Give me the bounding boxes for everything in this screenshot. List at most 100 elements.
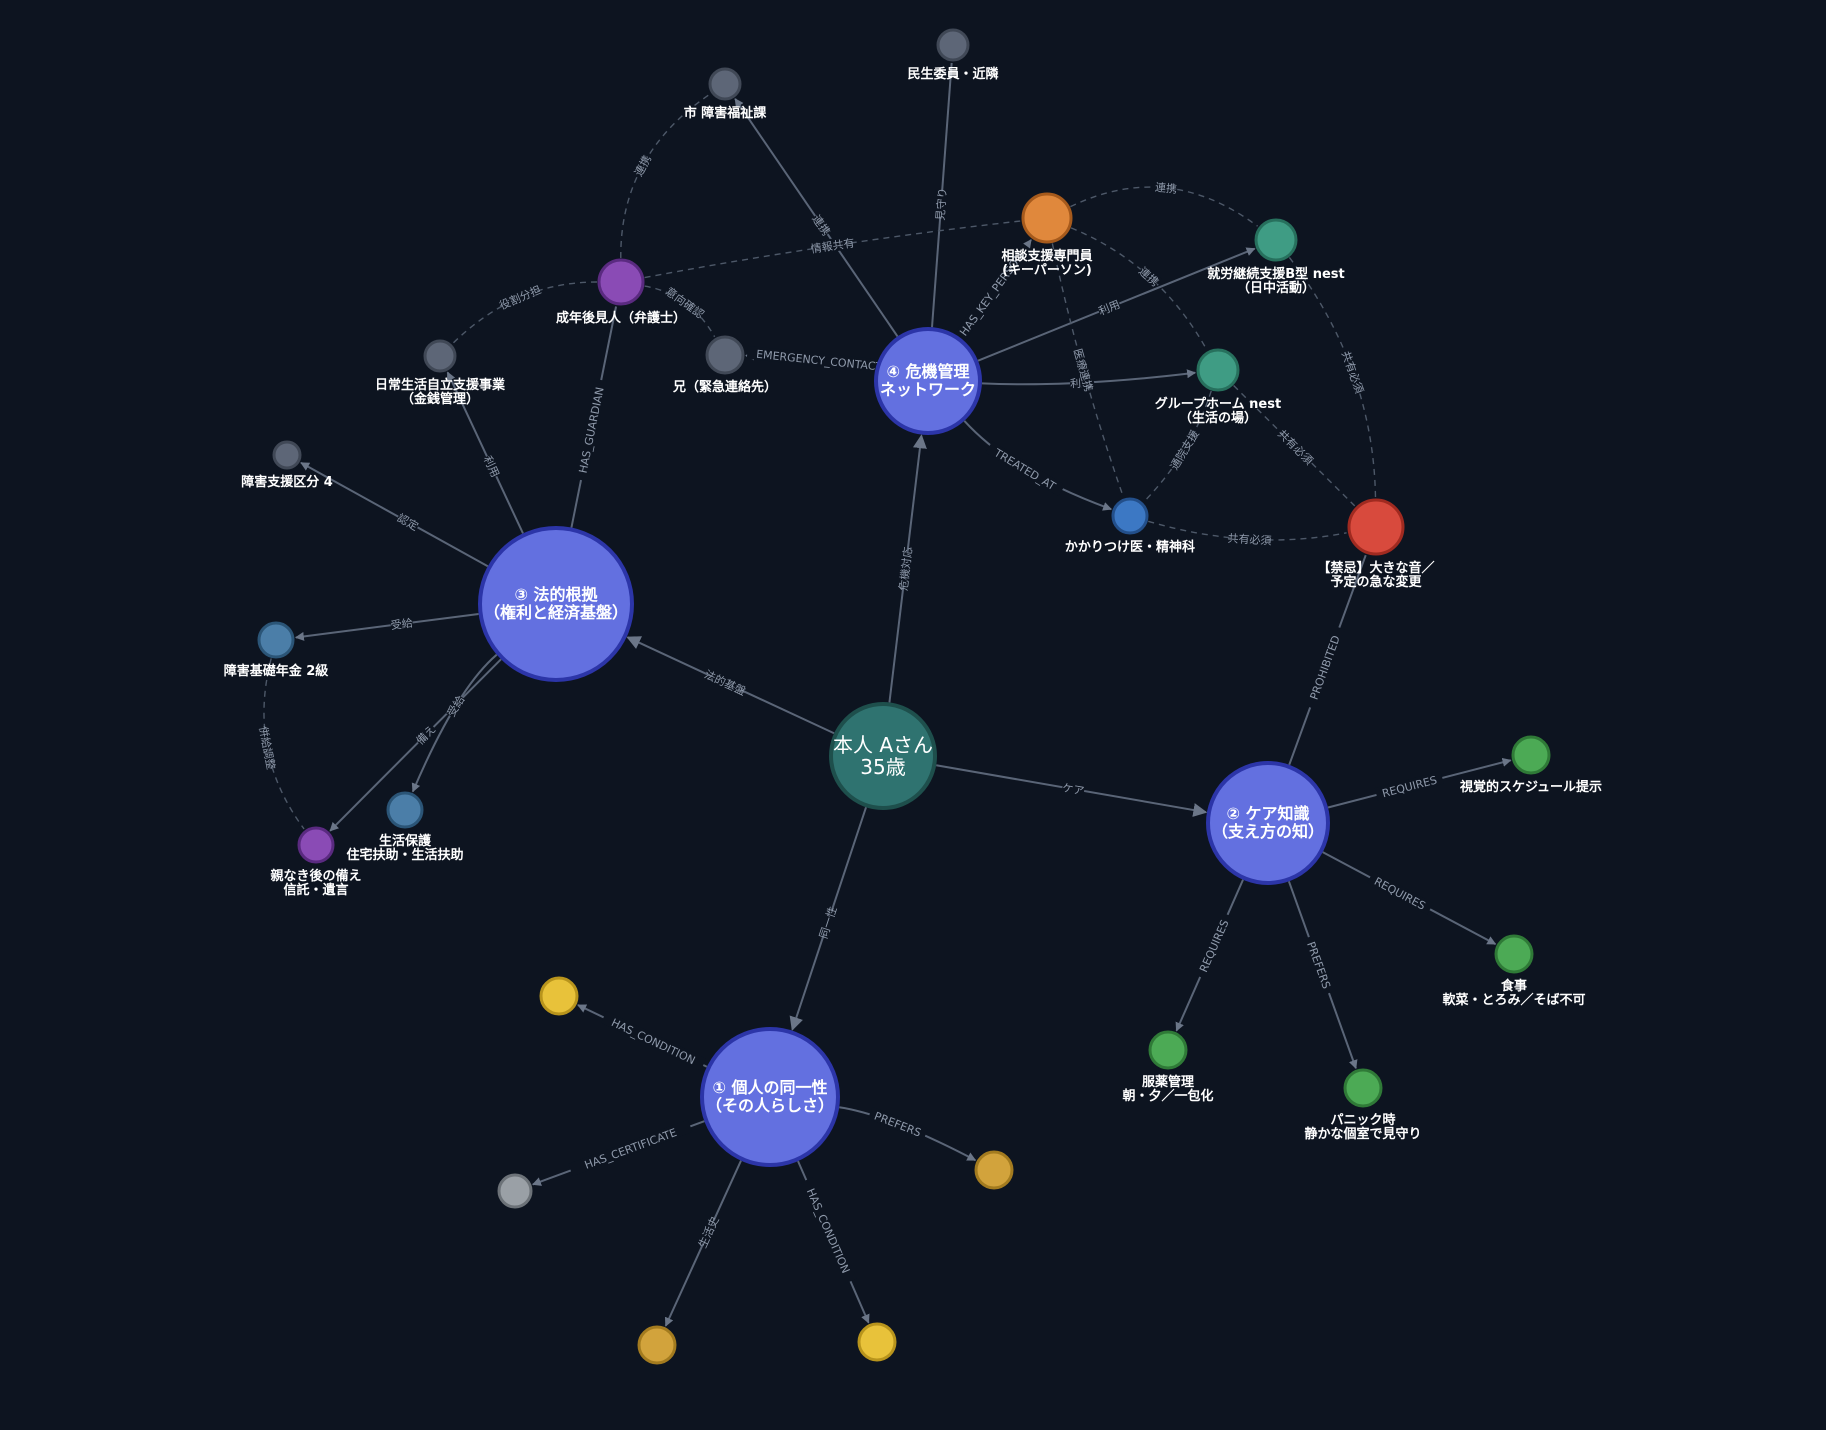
edge-soudan-doctor: [1051, 243, 1125, 498]
node-circle[interactable]: [1021, 192, 1073, 244]
edge-label-text: ケア: [1061, 781, 1085, 798]
node-h2[interactable]: ② ケア知識（支え方の知）: [1206, 761, 1330, 885]
node-circle[interactable]: [272, 440, 302, 470]
node-oyanaki[interactable]: 親なき後の備え信託・遺言: [270, 826, 362, 898]
edge-label-text: 利用: [1097, 298, 1122, 318]
node-circle[interactable]: [539, 976, 579, 1016]
node-circle[interactable]: [708, 67, 742, 101]
edge-shuro-forbid: [1288, 257, 1377, 498]
node-gh[interactable]: グループホーム nest（生活の場）: [1155, 348, 1281, 426]
node-guardian[interactable]: 成年後見人（弁護士）: [556, 258, 686, 326]
edge-label-h2-meds: REQUIRES: [1193, 911, 1234, 980]
node-label: 民生委員・近隣: [907, 66, 998, 82]
edge-label-bg: [1073, 351, 1095, 388]
edge-h3-pension: [294, 612, 479, 641]
node-circle[interactable]: [1511, 735, 1551, 775]
edge-label-bg: [985, 441, 1066, 497]
node-circle[interactable]: [637, 1325, 677, 1365]
edge-label-guardian-soudan: 情報共有: [810, 235, 856, 255]
node-minsei[interactable]: 民生委員・近隣: [907, 28, 999, 82]
edge-label-pension-oyanaki: 併給調整: [256, 725, 278, 771]
edge-label-bg: [501, 284, 539, 310]
node-doctor[interactable]: かかりつけ医・精神科: [1065, 497, 1195, 555]
node-h3[interactable]: ③ 法的根拠（権利と経済基盤）: [478, 526, 634, 682]
edge-label-bg: [1154, 179, 1178, 195]
node-label: かかりつけ医・精神科: [1065, 539, 1195, 555]
node-circle[interactable]: [478, 526, 634, 682]
edge-guardian-brother: [644, 285, 716, 338]
edge-label-h4-shuro: 利用: [1096, 296, 1122, 318]
node-circle[interactable]: [1111, 497, 1149, 535]
edge-label-center-h1: 同一性: [816, 905, 840, 941]
edge-label-text: 情報共有: [810, 235, 856, 255]
node-meal[interactable]: 食事軟菜・とろみ／そば不可: [1442, 934, 1586, 1008]
node-label: 服薬管理朝・夕／一包化: [1122, 1074, 1213, 1104]
edge-label-text: 同一性: [816, 905, 840, 941]
edge-label-bg: [800, 1177, 857, 1284]
edge-label-bg: [1096, 296, 1122, 318]
node-shuro[interactable]: 就労継続支援B型 nest（日中活動）: [1207, 218, 1345, 296]
edge-label-bg: [950, 241, 1032, 346]
node-h1[interactable]: ① 個人の同一性（その人らしさ）: [700, 1027, 840, 1167]
node-circle[interactable]: [705, 335, 745, 375]
node-cond1[interactable]: [539, 976, 579, 1016]
node-circle[interactable]: [1148, 1030, 1188, 1070]
edge-label-bg: [1374, 771, 1444, 801]
node-cond2[interactable]: [857, 1322, 897, 1362]
edge-label-text: REQUIRES: [1381, 774, 1439, 801]
node-circle[interactable]: [700, 1027, 840, 1167]
node-circle[interactable]: [829, 702, 937, 810]
node-forbid[interactable]: 【禁忌】大きな音／予定の急な変更: [1317, 498, 1435, 590]
node-circle[interactable]: [1347, 498, 1405, 556]
node-circle[interactable]: [597, 258, 645, 306]
edge-label-bg: [814, 236, 851, 255]
node-welfare[interactable]: 生活保護住宅扶助・生活扶助: [346, 791, 464, 863]
edge-label-text: 利用: [481, 454, 502, 479]
node-circle[interactable]: [1206, 761, 1330, 885]
node-pension[interactable]: 障害基礎年金 2級: [224, 621, 329, 679]
node-circle[interactable]: [386, 791, 424, 829]
edge-label-h3-guardian: HAS_GUARDIAN: [574, 378, 608, 482]
edge-label-h4-city: 連携: [809, 212, 833, 238]
edge-label-h4-brother: EMERGENCY_CONTACT: [746, 345, 892, 374]
edge-label-bg: [1303, 934, 1336, 996]
node-circle[interactable]: [297, 826, 335, 864]
edge-label-h4-doctor: TREATED_AT: [985, 441, 1066, 497]
node-label: ④ 危機管理ネットワーク: [880, 362, 976, 399]
node-pref[interactable]: [974, 1150, 1014, 1190]
node-circle[interactable]: [936, 28, 970, 62]
node-circle[interactable]: [1343, 1068, 1383, 1108]
node-soudan[interactable]: 相談支援専門員(キーパーソン): [1001, 192, 1093, 278]
node-label: 【禁忌】大きな音／予定の急な変更: [1317, 560, 1434, 590]
node-brother[interactable]: 兄（緊急連絡先）: [672, 335, 777, 395]
node-kubun[interactable]: 障害支援区分 4: [241, 440, 333, 490]
node-circle[interactable]: [1196, 348, 1240, 392]
edge-label-text: 通院支援: [1167, 427, 1202, 472]
node-label: 障害基礎年金 2級: [224, 663, 329, 679]
node-circle[interactable]: [257, 621, 295, 659]
node-panic[interactable]: パニック時静かな個室で見守り: [1304, 1068, 1422, 1142]
node-circle[interactable]: [1494, 934, 1534, 974]
edge-label-text: 危機対応: [896, 546, 915, 591]
node-circle[interactable]: [857, 1322, 897, 1362]
node-city[interactable]: 市 障害福祉課: [684, 67, 768, 121]
edge-label-soudan-shuro: 連携: [1154, 179, 1178, 196]
node-nichijo[interactable]: 日常生活自立支援事業（金銭管理）: [375, 339, 506, 407]
edge-label-bg: [810, 212, 834, 238]
edge-label-bg: [631, 152, 654, 179]
node-circle[interactable]: [974, 1150, 1014, 1190]
node-visual[interactable]: 視覚的スケジュール提示: [1459, 735, 1602, 795]
node-meds[interactable]: 服薬管理朝・夕／一包化: [1122, 1030, 1214, 1104]
node-h4[interactable]: ④ 危機管理ネットワーク: [874, 327, 982, 435]
node-circle[interactable]: [874, 327, 982, 435]
edge-label-text: HAS_CERTIFICATE: [583, 1126, 679, 1172]
node-circle[interactable]: [1254, 218, 1298, 262]
node-hist[interactable]: [637, 1325, 677, 1365]
node-circle[interactable]: [497, 1173, 533, 1209]
node-label: ② ケア知識（支え方の知）: [1212, 804, 1324, 841]
node-cert[interactable]: [497, 1173, 533, 1209]
edge-label-h2-forbid: PROHIBITED: [1303, 625, 1345, 710]
node-circle[interactable]: [423, 339, 457, 373]
